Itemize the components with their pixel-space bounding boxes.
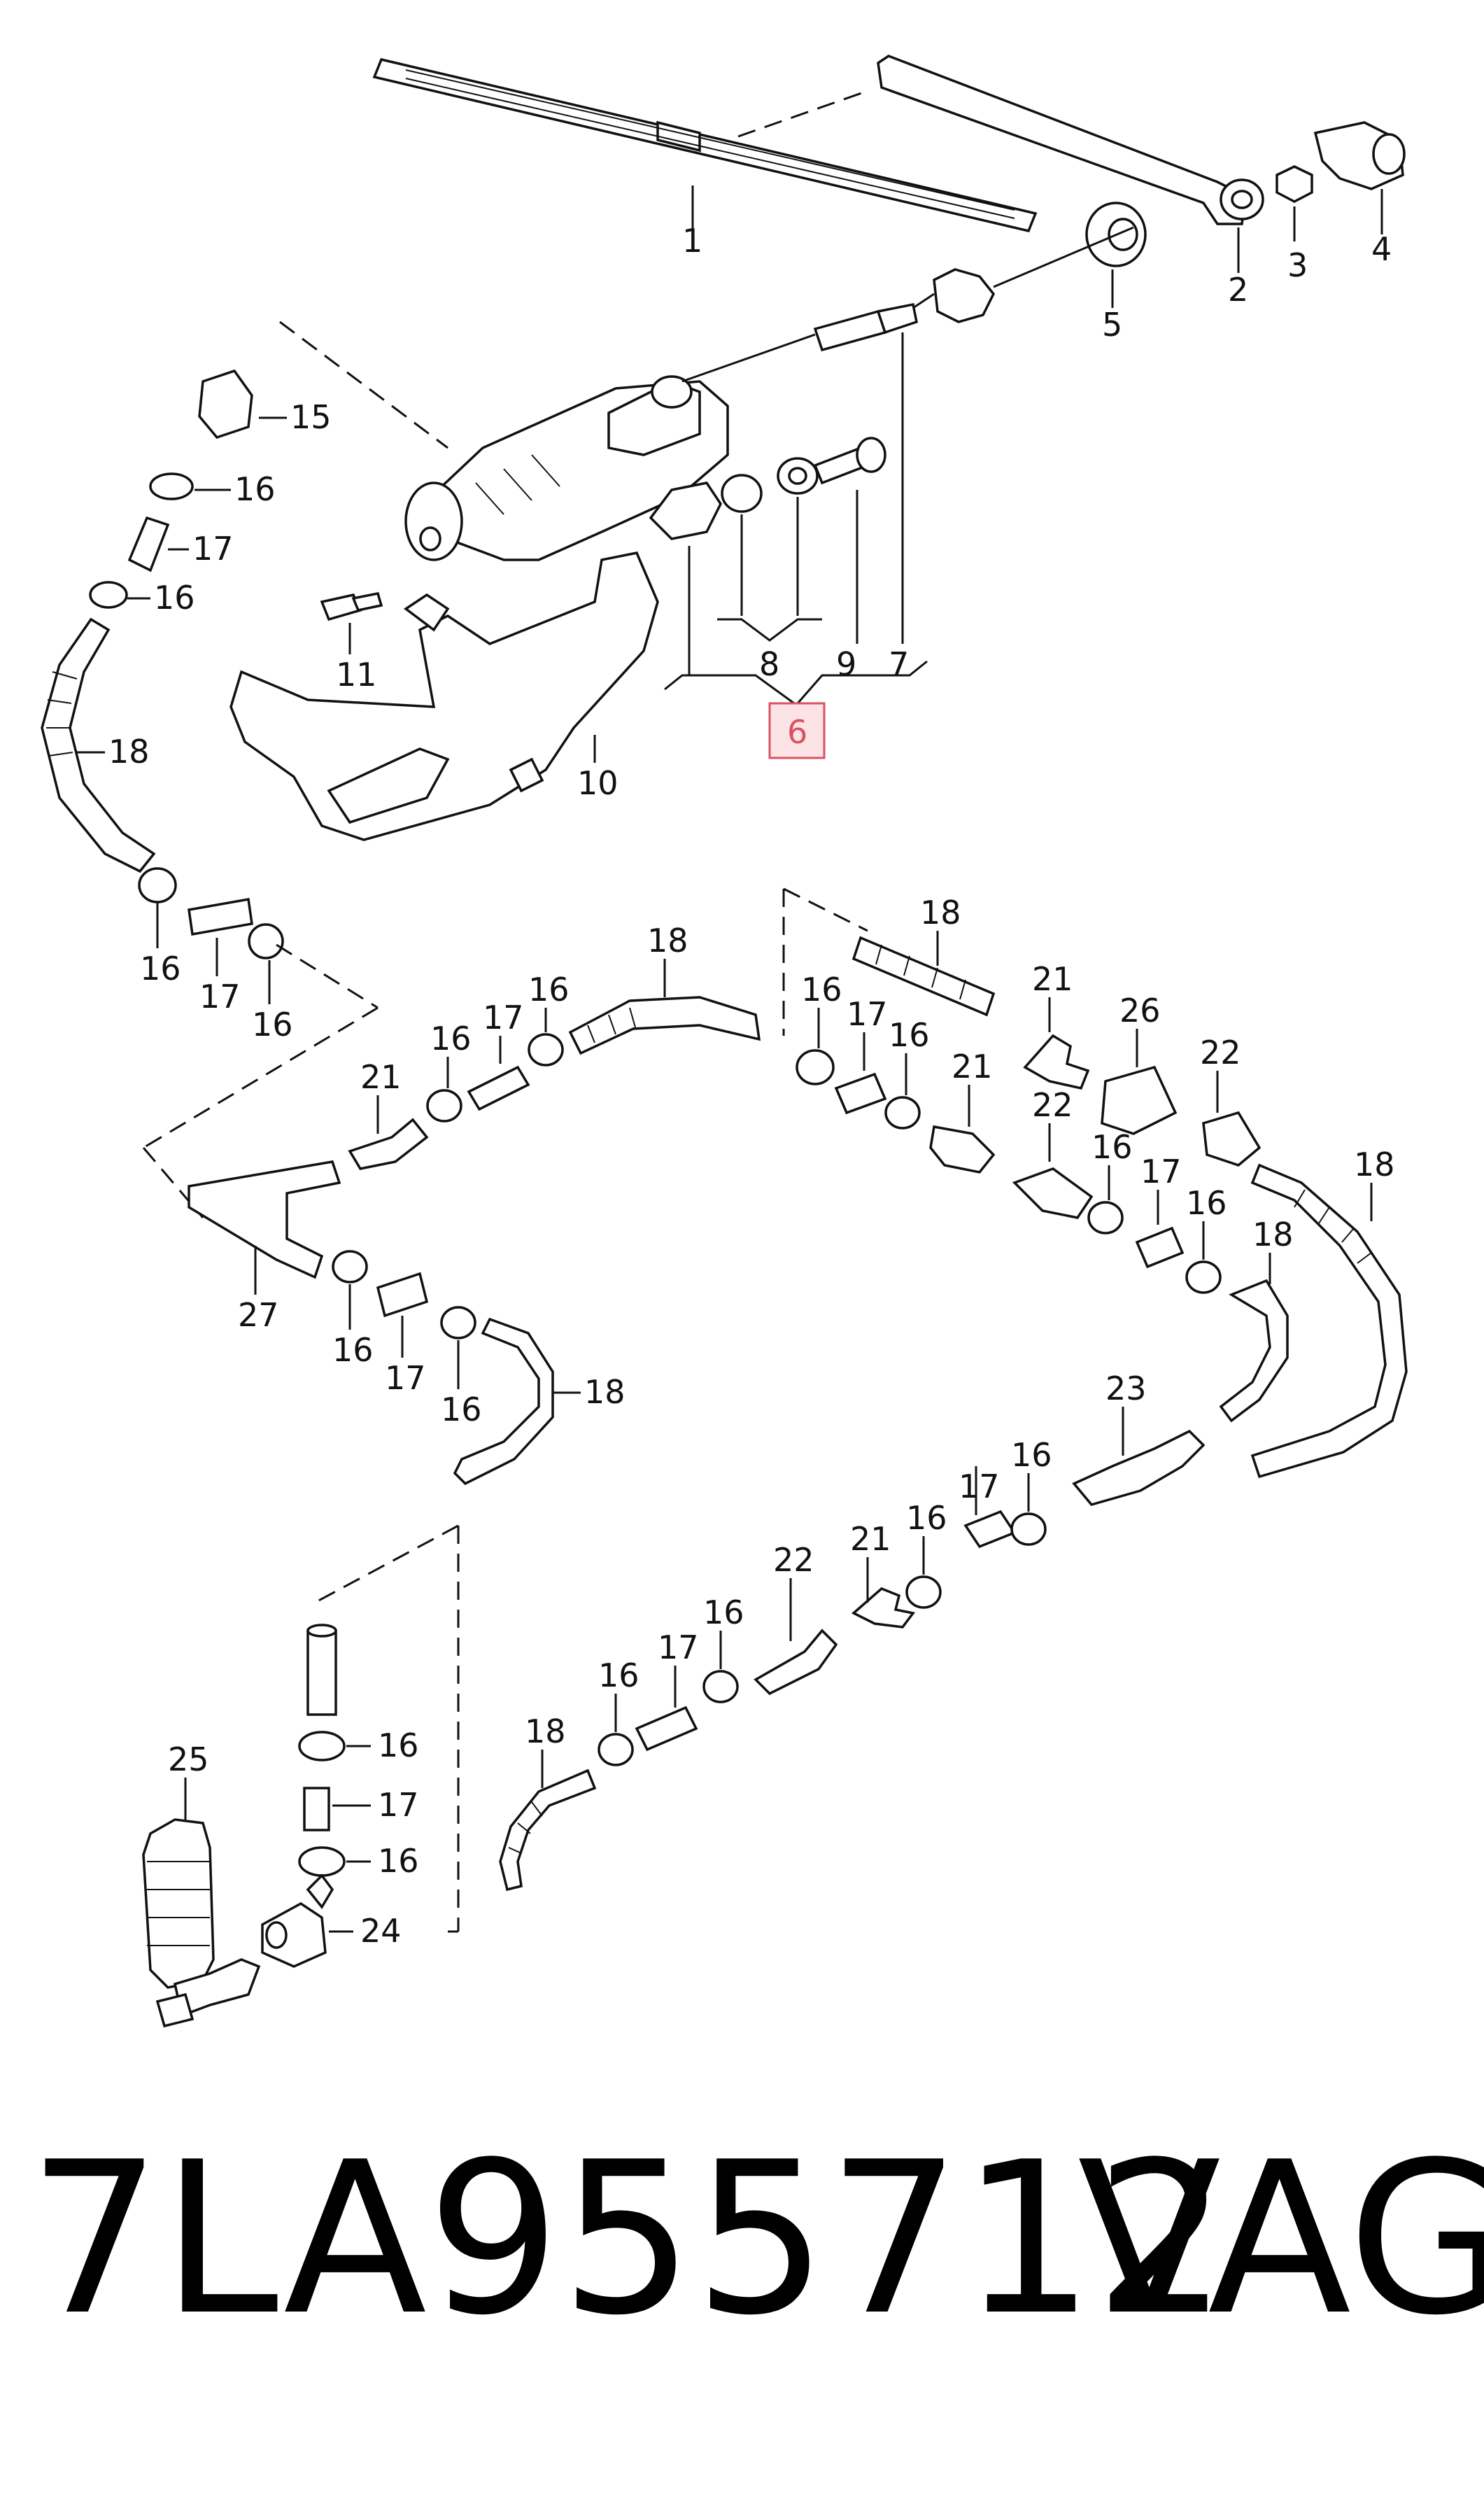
callout-16: 16 xyxy=(234,470,276,508)
callout-16: 16 xyxy=(1186,1184,1227,1222)
screw xyxy=(320,591,383,621)
callout-16: 16 xyxy=(1011,1436,1052,1474)
callout-17: 17 xyxy=(385,1359,426,1397)
callout-18: 18 xyxy=(920,894,961,931)
callout-22: 22 xyxy=(1032,1086,1073,1124)
callout-2: 2 xyxy=(1228,271,1248,309)
leaders-top xyxy=(348,185,1383,763)
callout-8: 8 xyxy=(759,645,779,683)
callout-17: 17 xyxy=(483,999,524,1036)
callout-21: 21 xyxy=(1032,960,1073,998)
callout-16: 16 xyxy=(441,1391,482,1428)
caption: 7LA955712 VAG xyxy=(28,2113,1484,2365)
callout-16: 16 xyxy=(378,1726,419,1764)
washer-star xyxy=(933,268,996,323)
bracket xyxy=(229,551,659,841)
callout-16: 16 xyxy=(154,579,195,617)
brand-name: VAG xyxy=(1077,2117,1484,2361)
callout-22: 22 xyxy=(1200,1034,1241,1071)
callout-23: 23 xyxy=(1105,1370,1147,1407)
callout-17: 17 xyxy=(658,1629,699,1666)
callout-16: 16 xyxy=(430,1020,472,1057)
callout-18: 18 xyxy=(525,1712,566,1750)
callout-17: 17 xyxy=(378,1786,419,1824)
callout-16: 16 xyxy=(140,950,181,987)
callout-18: 18 xyxy=(647,922,688,959)
callout-17: 17 xyxy=(847,995,888,1033)
middle-left-group xyxy=(188,959,761,1486)
callout-17: 17 xyxy=(192,530,234,568)
nut xyxy=(1275,165,1313,203)
bushings xyxy=(721,457,819,513)
callout-16: 16 xyxy=(252,1006,293,1043)
callout-labels: 1 2 3 4 5 7 8 9 10 11 15 16 17 16 18 16 … xyxy=(108,222,1395,1950)
callout-16: 16 xyxy=(906,1499,947,1537)
bolt xyxy=(813,437,886,485)
callout-17: 17 xyxy=(1140,1153,1182,1190)
middle-right-group xyxy=(796,931,1408,1506)
bottom-group xyxy=(142,1466,1047,2028)
cap xyxy=(1313,121,1406,190)
part-number: 7LA955712 xyxy=(28,2117,1229,2361)
callout-17: 17 xyxy=(959,1468,1000,1505)
callout-18: 18 xyxy=(1252,1216,1294,1253)
callout-4: 4 xyxy=(1371,230,1392,268)
callout-10: 10 xyxy=(577,764,619,802)
left-hose-group xyxy=(41,369,379,1009)
wiper-arm xyxy=(877,55,1264,225)
spindle xyxy=(813,302,919,352)
callout-18: 18 xyxy=(1354,1146,1395,1183)
callout-16: 16 xyxy=(703,1594,744,1631)
callout-21: 21 xyxy=(850,1520,891,1558)
wiper-motor xyxy=(404,375,729,561)
callout-3: 3 xyxy=(1287,246,1308,284)
callout-16: 16 xyxy=(1091,1128,1133,1166)
callout-22: 22 xyxy=(773,1541,814,1579)
callout-16: 16 xyxy=(332,1331,374,1369)
callout-6: 6 xyxy=(787,713,807,751)
callout-16: 16 xyxy=(528,971,570,1008)
callout-9: 9 xyxy=(836,645,856,683)
callout-16: 16 xyxy=(889,1016,930,1054)
callout-18: 18 xyxy=(584,1373,626,1411)
callout-7: 7 xyxy=(889,645,909,683)
callout-24: 24 xyxy=(360,1912,402,1950)
callout-18: 18 xyxy=(108,733,150,771)
callout-21: 21 xyxy=(360,1058,402,1096)
callout-16: 16 xyxy=(801,971,842,1008)
callout-25: 25 xyxy=(168,1740,209,1778)
callout-21: 21 xyxy=(952,1048,993,1085)
callout-26: 26 xyxy=(1119,992,1161,1029)
callout-5: 5 xyxy=(1102,306,1122,344)
callout-16: 16 xyxy=(598,1657,639,1694)
callout-1: 1 xyxy=(682,222,702,260)
callout-16: 16 xyxy=(378,1842,419,1880)
wiper-blade xyxy=(372,57,1038,233)
callout-27: 27 xyxy=(238,1296,279,1334)
callout-15: 15 xyxy=(290,398,332,436)
callout-11: 11 xyxy=(336,656,377,694)
callout-17: 17 xyxy=(199,978,241,1015)
callout-6-highlight: 6 xyxy=(768,702,826,759)
